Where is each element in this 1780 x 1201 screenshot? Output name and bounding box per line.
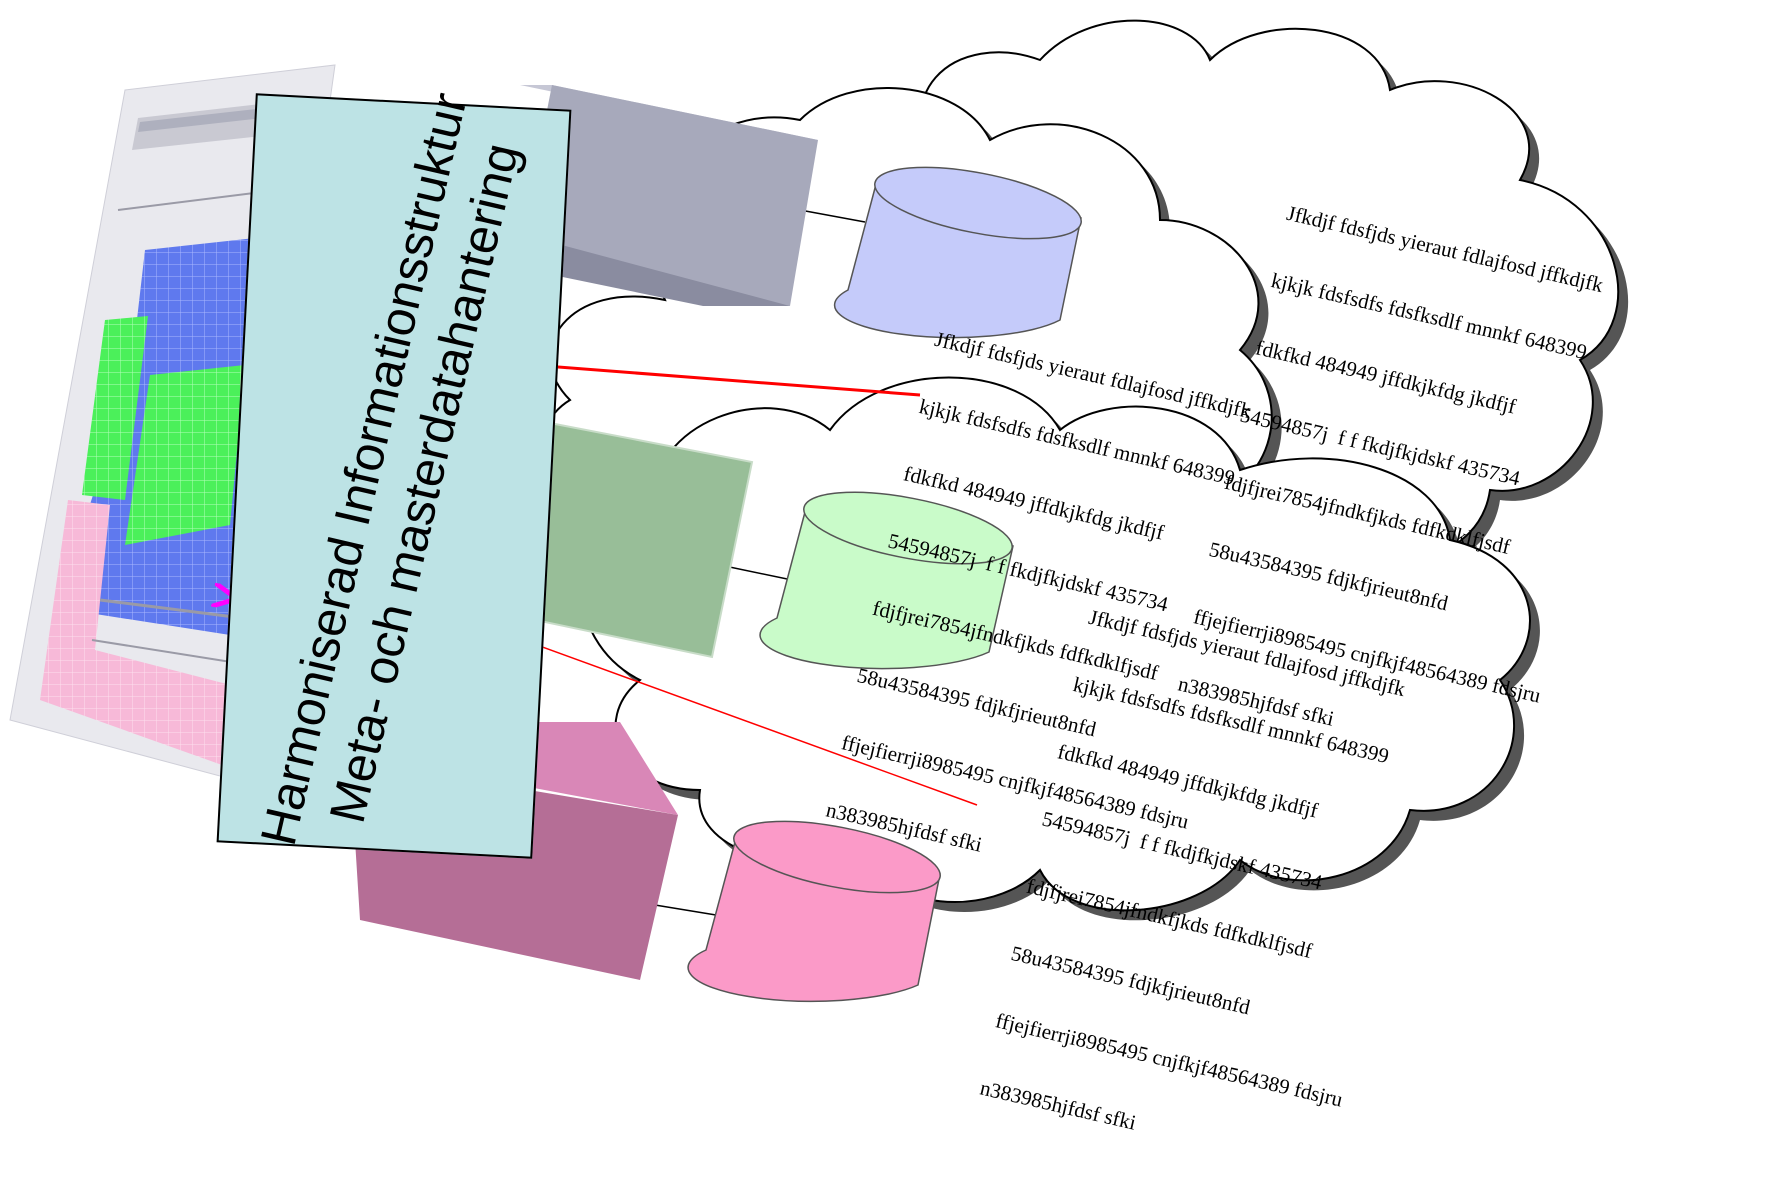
box-gray bbox=[480, 85, 818, 306]
label-box: Harmoniserad Informationsstruktur Meta- … bbox=[216, 88, 572, 859]
database-blue bbox=[833, 166, 1082, 339]
connector-gray bbox=[799, 209, 866, 223]
database-green bbox=[759, 491, 1014, 670]
database-pink bbox=[687, 820, 941, 1003]
thumb-pink-region bbox=[40, 500, 250, 765]
connector-pink bbox=[654, 904, 723, 917]
connector-green bbox=[719, 564, 793, 581]
diagram-canvas bbox=[9, 19, 1629, 1003]
thumb-green-region bbox=[125, 365, 245, 545]
thumb-green-region-left bbox=[82, 316, 148, 500]
